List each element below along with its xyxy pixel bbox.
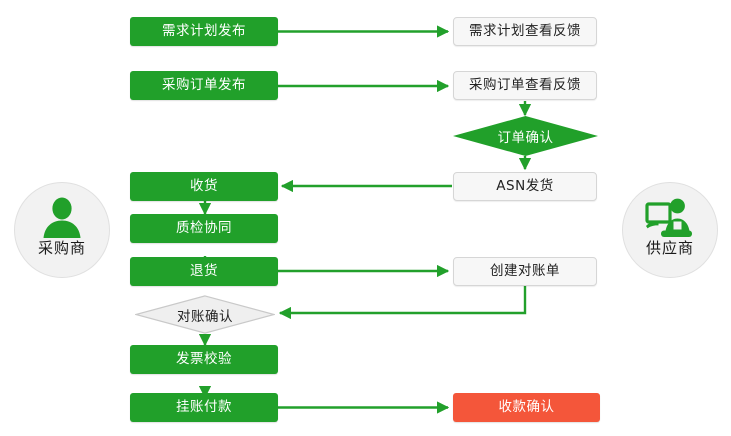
person-icon (15, 196, 109, 242)
node-label: 需求计划发布 (162, 22, 246, 39)
role-supplier-label: 供应商 (645, 239, 694, 257)
node-order-confirm[interactable]: 订单确认 (453, 116, 598, 156)
role-buyer[interactable]: 采购商 (14, 182, 110, 278)
node-asn-ship[interactable]: ASN发货 (453, 172, 597, 201)
node-label: 发票校验 (176, 350, 232, 367)
node-label: 创建对账单 (490, 262, 560, 279)
node-invoice-check[interactable]: 发票校验 (130, 345, 278, 374)
node-create-recon[interactable]: 创建对账单 (453, 257, 597, 286)
node-label: 挂账付款 (176, 398, 232, 415)
node-demand-plan-publish[interactable]: 需求计划发布 (130, 17, 278, 46)
node-receipt-confirm[interactable]: 收款确认 (453, 393, 600, 422)
node-label: 需求计划查看反馈 (469, 22, 581, 39)
person-at-computer-icon (623, 196, 717, 242)
node-payable-payment[interactable]: 挂账付款 (130, 393, 278, 422)
node-label: 质检协同 (176, 219, 232, 236)
node-label: 采购订单发布 (162, 76, 246, 93)
node-po-view[interactable]: 采购订单查看反馈 (453, 71, 597, 100)
node-po-publish[interactable]: 采购订单发布 (130, 71, 278, 100)
node-return-goods[interactable]: 退货 (130, 257, 278, 286)
node-label: 订单确认 (497, 130, 554, 146)
node-qc-collab[interactable]: 质检协同 (130, 214, 278, 243)
node-demand-plan-view[interactable]: 需求计划查看反馈 (453, 17, 597, 46)
role-supplier[interactable]: 供应商 (622, 182, 718, 278)
node-recon-confirm[interactable]: 对账确认 (135, 295, 275, 334)
node-receive-goods[interactable]: 收货 (130, 172, 278, 201)
node-label: 收款确认 (498, 398, 555, 415)
node-label: ASN发货 (496, 177, 554, 194)
node-label: 收货 (190, 177, 218, 194)
node-label: 退货 (190, 262, 218, 279)
edge-create-recon-to-recon-confirm (278, 286, 527, 320)
node-label: 对账确认 (177, 308, 233, 325)
node-label: 采购订单查看反馈 (469, 76, 581, 93)
role-buyer-label: 采购商 (37, 239, 86, 257)
